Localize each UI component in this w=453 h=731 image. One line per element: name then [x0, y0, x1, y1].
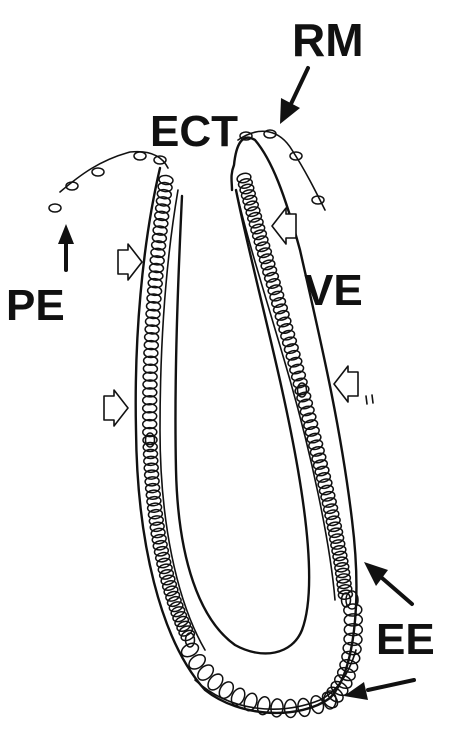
label-ee: EE	[376, 615, 435, 664]
parietal-cell	[134, 152, 146, 160]
label-ect: ECT	[150, 107, 238, 156]
ectoderm-cell	[289, 363, 305, 375]
ectoderm-cell	[306, 432, 322, 444]
ectoderm-cell	[253, 235, 269, 247]
ectoderm-cell	[287, 356, 303, 368]
label-rm: RM	[292, 14, 364, 66]
ectoderm-cell	[303, 419, 319, 431]
ectoderm-cell	[316, 471, 332, 483]
proamniotic-cavity	[175, 190, 309, 653]
arrow-rm	[280, 68, 308, 124]
parietal-cell	[92, 168, 104, 176]
ectoderm-cell	[271, 296, 287, 308]
ectoderm-cell	[317, 478, 333, 490]
ectoderm-cell	[260, 259, 276, 271]
extraembryonic-cell	[319, 689, 340, 710]
ectoderm-cell	[291, 370, 307, 382]
extraembryonic-cell	[339, 658, 359, 674]
ectoderm-cell	[248, 217, 264, 229]
label-ve: VE	[304, 266, 363, 315]
ectoderm-cell	[298, 398, 314, 410]
ectoderm-cell	[267, 284, 283, 296]
ectoderm-cell	[250, 223, 266, 235]
ectoderm-cell	[160, 574, 176, 586]
ectoderm-cell	[282, 336, 298, 348]
ectoderm-cell	[308, 439, 324, 451]
parietal-endoderm-left	[60, 152, 168, 192]
arrow-ee-lower	[344, 680, 414, 700]
ectoderm-cell	[285, 349, 301, 361]
ectoderm-cell	[247, 211, 263, 223]
ectoderm-cell	[276, 316, 292, 328]
ectoderm-cell	[156, 557, 172, 569]
ectoderm-cell	[265, 277, 281, 289]
hollow-arrow-upper-right	[272, 208, 296, 244]
ectoderm-cell	[283, 342, 299, 354]
ectoderm-cell	[257, 246, 273, 258]
ectoderm-cell	[159, 568, 175, 580]
ectoderm-cell	[274, 309, 290, 321]
ectoderm-cell	[304, 425, 320, 437]
ectoderm-cell	[237, 177, 253, 189]
ectoderm-cell	[272, 303, 288, 315]
ectoderm-cell	[294, 384, 310, 396]
ectoderm-cell	[280, 329, 296, 341]
extraembryonic-cell	[270, 698, 284, 717]
ectoderm-cell	[323, 503, 339, 515]
hollow-arrow-lower-right	[334, 366, 358, 402]
ectoderm-cell	[320, 490, 336, 502]
ectoderm-cell	[313, 458, 329, 470]
ectoderm-cell	[264, 271, 280, 283]
ectoderm-cell	[240, 188, 256, 200]
ectoderm-cell	[162, 579, 178, 591]
label-pe: PE	[6, 281, 65, 330]
ectoderm-cell	[243, 200, 259, 212]
ectoderm-cell	[309, 445, 325, 457]
ectoderm-cell	[252, 229, 268, 241]
ectoderm-cell	[163, 585, 179, 598]
ectoderm-cell	[245, 205, 261, 217]
ectoderm-cell	[319, 484, 335, 496]
ectoderm-cell	[262, 265, 278, 277]
ectoderm-cell	[301, 412, 317, 424]
ectoderm-cell	[269, 290, 285, 302]
ectoderm-cell	[258, 253, 274, 265]
hollow-arrow-lower-left	[104, 390, 128, 426]
ectoderm-cell	[239, 183, 255, 195]
parietal-cell	[49, 204, 61, 212]
hollow-arrow-upper-left	[118, 244, 142, 280]
ectoderm-cell	[311, 452, 327, 464]
ectoderm-cell	[321, 497, 337, 509]
ectoderm-cell	[278, 322, 294, 334]
ectoderm-cell	[242, 194, 258, 206]
embryo-outer-outline	[136, 138, 357, 713]
arrow-pe	[58, 224, 74, 270]
arrow-ee-upper	[364, 562, 412, 604]
ectoderm-cell	[299, 405, 315, 417]
tick-marks	[366, 395, 373, 404]
ectoderm-cell	[314, 465, 330, 477]
ectoderm-cell	[324, 509, 340, 521]
ectoderm-cell	[255, 240, 271, 252]
